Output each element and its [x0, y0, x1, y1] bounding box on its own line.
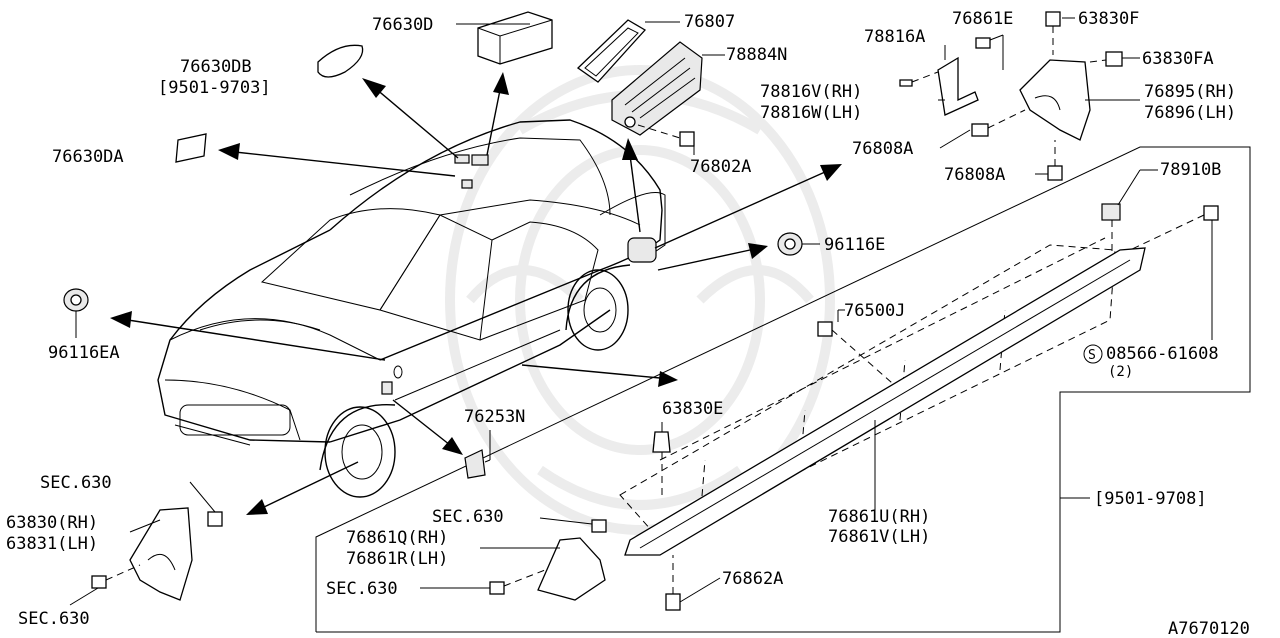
label-76630d: 76630D [372, 15, 433, 35]
label-63830e: 63830E [662, 399, 723, 419]
rocker-panel-frame [315, 146, 1251, 633]
label-78816w: 78816W(LH) [760, 103, 862, 123]
label-76861v: 76861V(LH) [828, 527, 930, 547]
label-76630db-range: [9501-9703] [158, 78, 271, 98]
label-76861e: 76861E [952, 9, 1013, 29]
label-sec630-4: SEC.630 [326, 579, 398, 599]
label-76861u: 76861U(RH) [828, 507, 930, 527]
label-63831: 63831(LH) [6, 534, 98, 554]
label-96116e: 96116E [824, 235, 885, 255]
label-sec630-2: SEC.630 [18, 609, 90, 629]
label-76253n: 76253N [464, 407, 525, 427]
label-sec630-3: SEC.630 [432, 507, 504, 527]
label-76861r: 76861R(LH) [346, 549, 448, 569]
label-sec630-1: SEC.630 [40, 473, 112, 493]
diagram-code: A7670120 [1168, 619, 1250, 638]
label-08566: 08566-61608 [1106, 344, 1219, 364]
label-78816v: 78816V(RH) [760, 82, 862, 102]
label-76808a-2: 76808A [944, 165, 1005, 185]
screw-symbol [1083, 344, 1103, 364]
label-63830f: 63830F [1078, 9, 1139, 29]
label-63830fa: 63830FA [1142, 49, 1214, 69]
label-76895: 76895(RH) [1144, 82, 1236, 102]
label-78884n: 78884N [726, 45, 787, 65]
label-78910b: 78910B [1160, 160, 1221, 180]
label-76896: 76896(LH) [1144, 103, 1236, 123]
label-63830: 63830(RH) [6, 513, 98, 533]
label-76862a: 76862A [722, 569, 783, 589]
leader-lines [69, 17, 1213, 606]
label-76807: 76807 [684, 12, 735, 32]
label-76500j: 76500J [844, 301, 905, 321]
part-drawings [63, 11, 1219, 611]
label-08566-qty: (2) [1108, 364, 1133, 380]
label-76802a: 76802A [690, 157, 751, 177]
part-labels: 76630D 76630DB [9501-9703] 76630DA 76807… [6, 9, 1250, 638]
pointer-arrows [110, 72, 842, 515]
label-76630db: 76630DB [180, 57, 252, 77]
label-76808a-1: 76808A [852, 139, 913, 159]
label-76630da: 76630DA [52, 147, 124, 167]
label-76861q: 76861Q(RH) [346, 528, 448, 548]
label-08566-symbol: S [1088, 348, 1096, 363]
label-96116ea: 96116EA [48, 343, 120, 363]
car-illustration [157, 119, 666, 498]
label-78816a: 78816A [864, 27, 925, 47]
label-range-9501-9708: [9501-9708] [1094, 489, 1207, 509]
